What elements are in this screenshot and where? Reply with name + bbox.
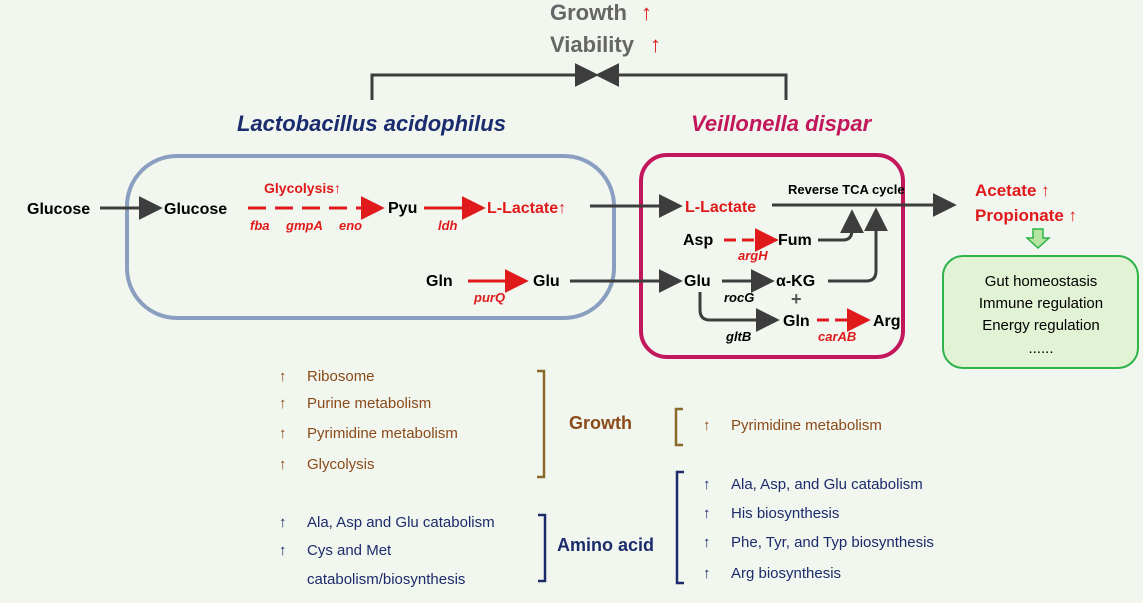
gene-purQ: purQ [473, 290, 505, 305]
plus-sign: + [791, 289, 802, 309]
growth-left-item-1: Ribosome [307, 368, 375, 385]
amino-up-icon-6: ↑ [703, 565, 711, 582]
amino-left-item-2: Cys and Met [307, 542, 392, 559]
effect-2: Immune regulation [979, 295, 1103, 312]
amino-up-icon-3: ↑ [703, 476, 711, 493]
l-lactate-right-label: L-Lactate [685, 199, 756, 216]
top-viability-label: Viability [550, 32, 635, 57]
growth-up-icon-3: ↑ [279, 425, 287, 442]
amino-right-item-3: Phe, Tyr, and Typ biosynthesis [731, 534, 934, 551]
amino-left-bracket [538, 513, 547, 583]
veillonella-title: Veillonella dispar [691, 111, 873, 136]
growth-left-item-4: Glycolysis [307, 456, 375, 473]
amino-up-icon-2: ↑ [279, 542, 287, 559]
amino-section-label: Amino acid [557, 535, 654, 555]
top-growth-up-icon: ↑ [641, 0, 652, 25]
glucose-inside-label: Glucose [164, 201, 227, 218]
gene-fba: fba [250, 218, 270, 233]
growth-right-item-1: Pyrimidine metabolism [731, 417, 882, 434]
akg-label: α-KG [776, 273, 815, 290]
amino-right-bracket [675, 470, 684, 585]
gln-left-label: Gln [426, 273, 453, 290]
glycolysis-label: Glycolysis↑ [264, 180, 341, 196]
lacto-to-growth-arrow [370, 63, 599, 100]
propionate-label: Propionate ↑ [975, 206, 1077, 225]
amino-left-item-3: catabolism/biosynthesis [307, 571, 465, 588]
lactobacillus-box [125, 154, 616, 320]
asp-label: Asp [683, 232, 713, 249]
gene-gltB: gltB [725, 329, 751, 344]
l-lactate-left-label: L-Lactate↑ [487, 200, 566, 217]
glucose-outside-label: Glucose [27, 201, 90, 218]
growth-section-label: Growth [569, 413, 632, 433]
growth-up-icon-2: ↑ [279, 395, 287, 412]
arg-label: Arg [873, 313, 901, 330]
amino-right-item-1: Ala, Asp, and Glu catabolism [731, 476, 923, 493]
amino-up-icon-5: ↑ [703, 534, 711, 551]
growth-right-bracket [674, 407, 683, 447]
effect-1: Gut homeostasis [985, 273, 1098, 290]
glu-right-label: Glu [684, 273, 711, 290]
gltB-arrow [698, 292, 780, 332]
effect-4: ...... [1028, 340, 1053, 357]
amino-left-item-1: Ala, Asp and Glu catabolism [307, 514, 495, 531]
acetate-label: Acetate ↑ [975, 181, 1050, 200]
amino-up-icon-1: ↑ [279, 514, 287, 531]
green-down-arrow-icon [1025, 228, 1051, 250]
gene-ldh: ldh [438, 218, 458, 233]
akg-to-tca-arrow [828, 207, 888, 283]
amino-right-item-4: Arg biosynthesis [731, 565, 841, 582]
glu-left-label: Glu [533, 273, 560, 290]
growth-left-item-2: Purine metabolism [307, 395, 431, 412]
reverse-tca-label: Reverse TCA cycle [788, 182, 905, 197]
effects-box [942, 255, 1139, 369]
gene-carAB: carAB [818, 329, 856, 344]
growth-left-item-3: Pyrimidine metabolism [307, 425, 458, 442]
fum-label: Fum [778, 232, 812, 249]
gene-rocG: rocG [724, 290, 754, 305]
veillonella-to-growth-arrow [595, 63, 788, 100]
gene-argH: argH [738, 248, 768, 263]
lactobacillus-title: Lactobacillus acidophilus [237, 111, 506, 136]
growth-up-icon-4: ↑ [279, 456, 287, 473]
fum-to-tca-arrow [818, 209, 864, 242]
amino-right-item-2: His biosynthesis [731, 505, 839, 522]
top-viability-up-icon: ↑ [650, 32, 661, 57]
amino-up-icon-4: ↑ [703, 505, 711, 522]
top-growth-label: Growth [550, 0, 627, 25]
growth-left-bracket [537, 369, 546, 479]
growth-up-icon-5: ↑ [703, 417, 711, 434]
growth-up-icon-1: ↑ [279, 368, 287, 385]
gln-right-label: Gln [783, 313, 810, 330]
gene-gmpA: gmpA [285, 218, 323, 233]
veillonella-box [639, 153, 905, 359]
effect-3: Energy regulation [982, 317, 1100, 334]
gene-eno: eno [339, 218, 362, 233]
pyu-label: Pyu [388, 200, 417, 217]
